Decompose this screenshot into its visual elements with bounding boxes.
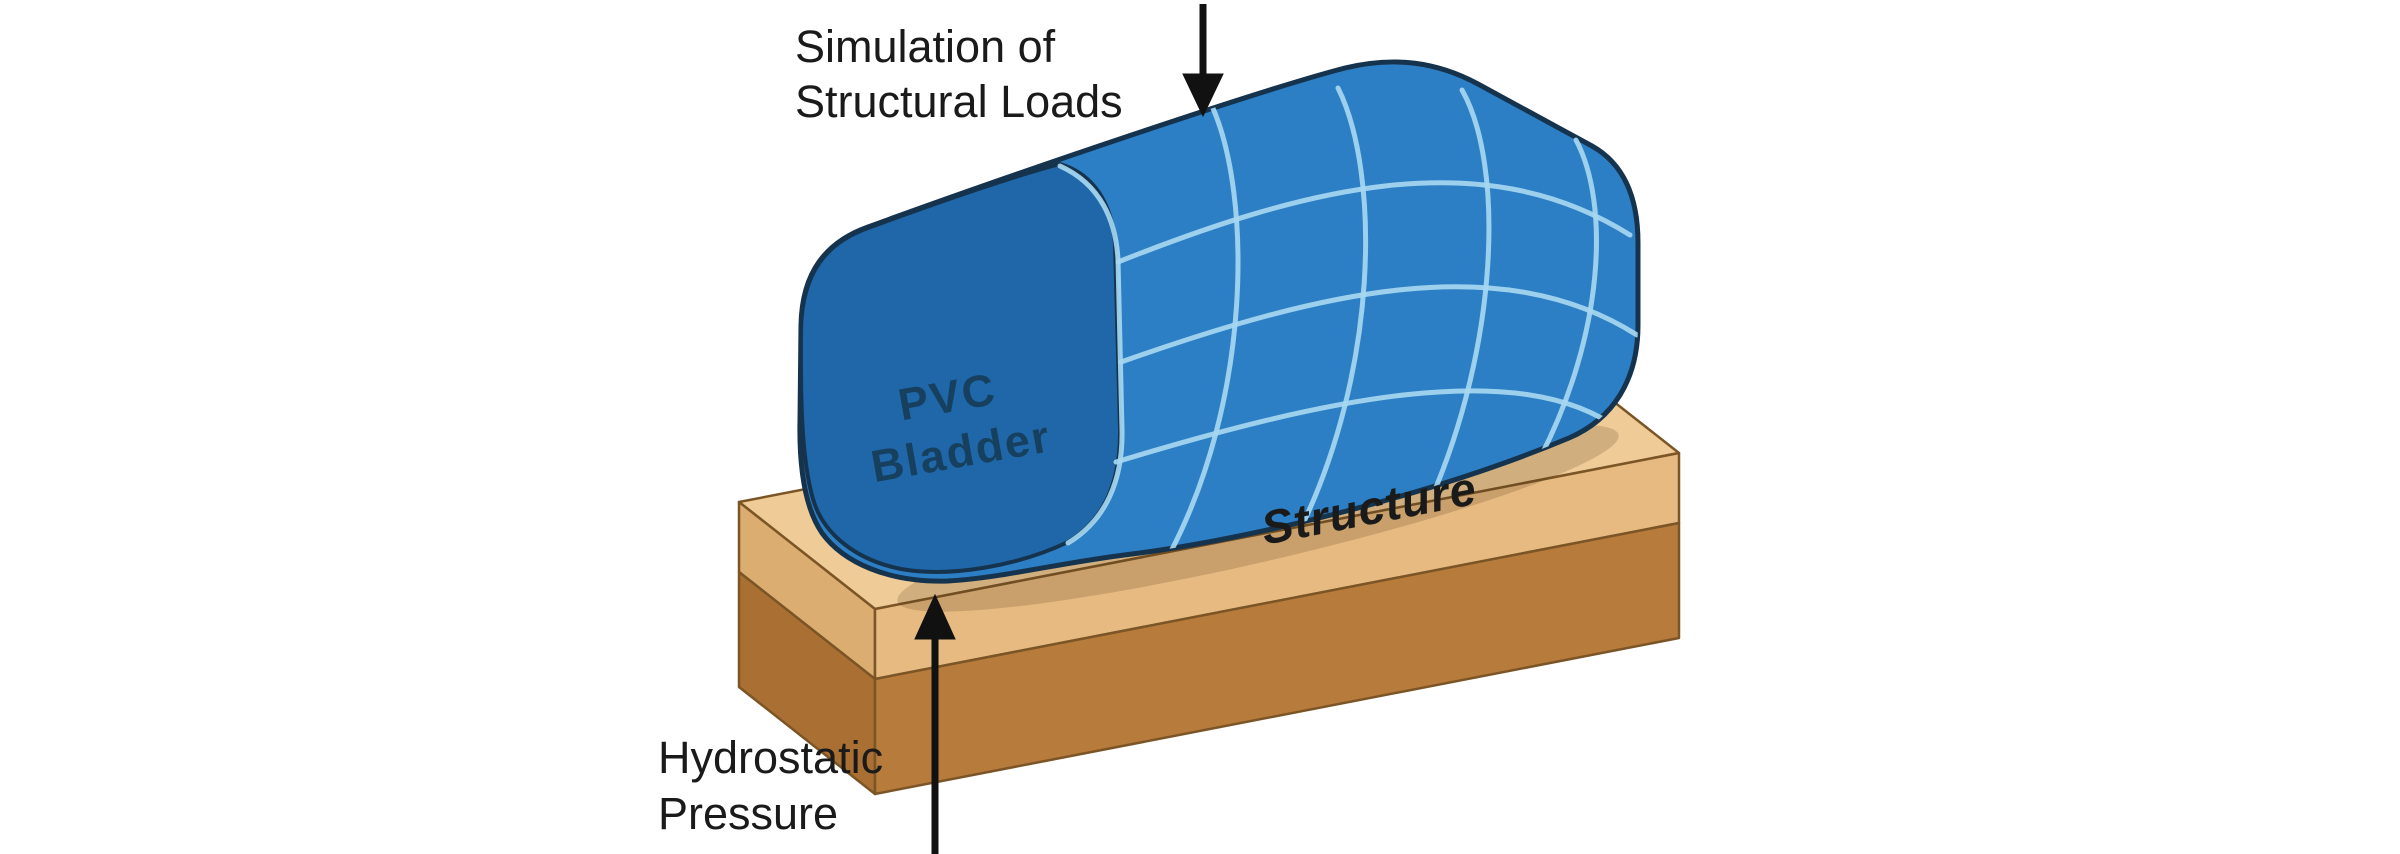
grid-line [1057,163,1125,546]
down-arrow-icon [1182,4,1224,118]
pressure-label-line1: Hydrostatic [658,732,883,783]
hydrostatic-pressure-annotation: Hydrostatic Pressure [658,593,956,854]
grid-line [1165,103,1241,560]
loads-label-line2: Structural Loads [795,76,1123,127]
grid-line [1425,87,1492,509]
grid-line [1537,137,1599,461]
grid-line [1293,85,1369,541]
slab-front-face-brown [873,521,1681,796]
down-arrow-head [1182,73,1224,118]
pvc-bladder: PVC Bladder [797,59,1641,584]
bladder-grid-lines [1057,85,1638,560]
grid-line [1115,180,1633,265]
grid-line [1118,284,1638,365]
structural-loads-annotation: Simulation of Structural Loads [795,4,1224,127]
loads-label-line1: Simulation of [795,21,1056,72]
up-arrow-icon [914,593,956,854]
up-arrow-head [914,593,956,640]
pressure-label-line2: Pressure [658,788,838,839]
grid-line [1113,388,1623,465]
